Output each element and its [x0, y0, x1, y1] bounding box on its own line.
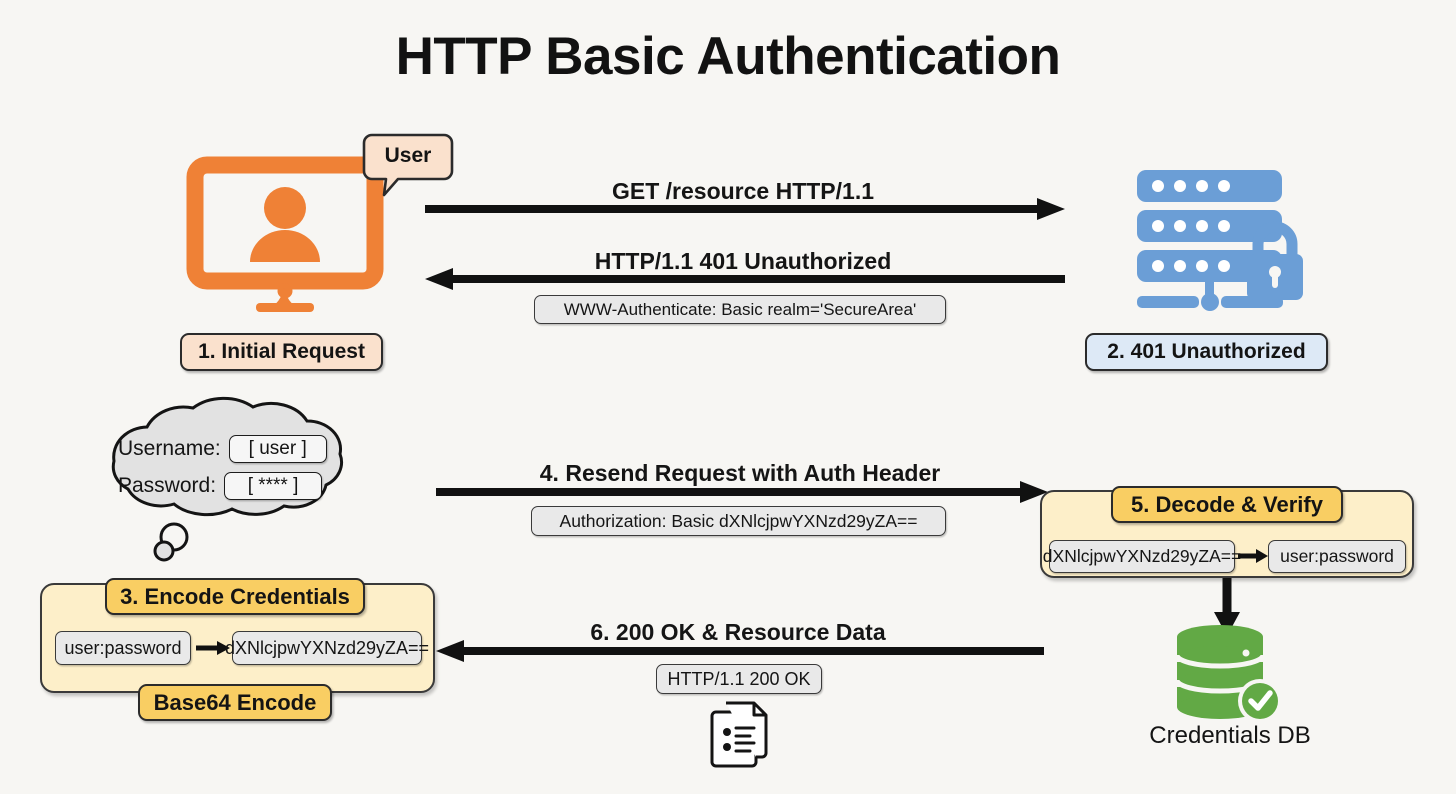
server-step-label: 2. 401 Unauthorized [1085, 333, 1328, 371]
document-list-icon [710, 700, 770, 768]
user-callout-bubble [362, 131, 454, 197]
flow-4-header-chip: Authorization: Basic dXNlcjpwYXNzd29yZA=… [531, 506, 946, 536]
flow-6-label: 6. 200 OK & Resource Data [590, 619, 886, 645]
flow-4-arrow-right [436, 481, 1048, 503]
decode-to-db-arrow [1212, 578, 1242, 636]
credential-username-row: Username: [ user ] [118, 435, 348, 463]
flow-1-label: GET /resource HTTP/1.1 [611, 178, 875, 204]
flow-2-label: HTTP/1.1 401 Unauthorized [594, 248, 892, 274]
user-callout-label: User [384, 144, 432, 167]
credential-password-row: Password: [ **** ] [118, 472, 348, 500]
client-step-label: 1. Initial Request [180, 333, 383, 371]
password-value-field[interactable]: [ **** ] [224, 472, 323, 500]
username-label: Username: [118, 437, 221, 460]
encode-panel-footer: Base64 Encode [138, 684, 332, 721]
decode-input-chip: dXNlcjpwYXNzd29yZA== [1043, 540, 1241, 573]
page-title: HTTP Basic Authentication [395, 27, 1061, 86]
flow-4-label: 4. Resend Request with Auth Header [539, 460, 941, 486]
database-label: Credentials DB [1149, 722, 1311, 749]
flow-6-arrow-left [434, 640, 1044, 662]
encode-transform-arrow-icon [196, 640, 230, 656]
encode-input-chip: user:password [55, 631, 191, 665]
server-rack-lock-icon [1125, 168, 1315, 313]
flow-6-header-chip: HTTP/1.1 200 OK [656, 664, 822, 694]
password-label: Password: [118, 474, 217, 497]
desktop-user-icon [186, 156, 384, 312]
decode-panel-title: 5. Decode & Verify [1111, 486, 1343, 523]
encode-output-chip: dXNlcjpwYXNzd29yZA== [225, 631, 429, 665]
flow-2-header-chip: WWW-Authenticate: Basic realm='SecureAre… [534, 295, 946, 324]
flow-2-arrow-left [423, 268, 1065, 290]
database-check-icon [1172, 625, 1290, 725]
flow-1-arrow-right [425, 198, 1065, 220]
username-value-field[interactable]: [ user ] [228, 435, 327, 463]
decode-transform-arrow-icon [1238, 548, 1268, 564]
decode-output-chip: user:password [1268, 540, 1406, 573]
encode-panel-title: 3. Encode Credentials [105, 578, 365, 615]
